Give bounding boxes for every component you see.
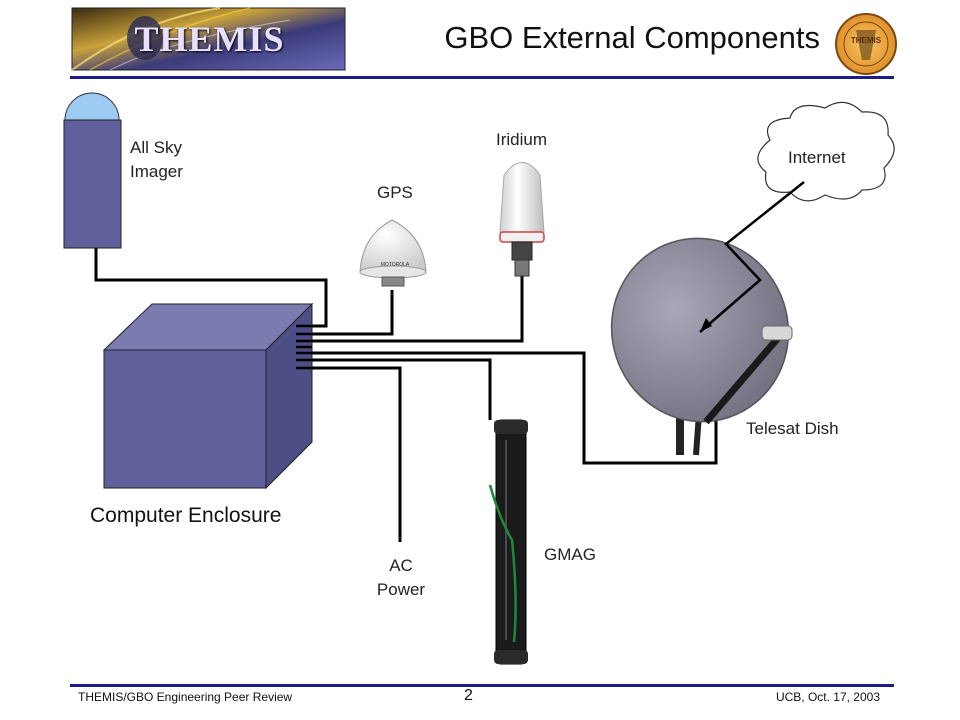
cable-gmag bbox=[312, 358, 492, 420]
cable-dish bbox=[312, 351, 718, 465]
cable-all-sky bbox=[94, 248, 328, 328]
label-iridium: Iridium bbox=[496, 130, 548, 149]
page-number: 2 bbox=[464, 687, 473, 704]
gmag-sensor-icon bbox=[488, 419, 528, 665]
footer-right: UCB, Oct. 17, 2003 bbox=[775, 690, 880, 704]
themis-badge-icon bbox=[835, 13, 897, 75]
header-rule bbox=[70, 76, 894, 79]
connector-stubs bbox=[296, 324, 312, 370]
footer-rule bbox=[70, 684, 894, 687]
gps-antenna-icon bbox=[359, 219, 427, 287]
wireless-link-arrow bbox=[699, 181, 805, 333]
themis-banner-logo bbox=[71, 7, 346, 71]
label-gps: GPS bbox=[377, 183, 413, 202]
iridium-antenna-icon bbox=[499, 162, 545, 277]
page-title: GBO External Components bbox=[444, 20, 820, 55]
all-sky-imager bbox=[63, 92, 122, 249]
label-ac-line1: AC bbox=[389, 556, 413, 575]
label-ac-power: AC Power bbox=[366, 554, 436, 602]
internet-cloud-icon bbox=[757, 101, 895, 202]
cable-gps bbox=[312, 290, 394, 336]
banner-logo-text-box: THEMIS bbox=[82, 10, 337, 68]
label-gmag: GMAG bbox=[544, 545, 596, 564]
computer-enclosure-box bbox=[102, 302, 314, 490]
telesat-dish-icon bbox=[610, 237, 793, 456]
banner-logo-text: THEMIS bbox=[134, 19, 285, 59]
footer-left: THEMIS/GBO Engineering Peer Review bbox=[78, 690, 293, 704]
label-ac-line2: Power bbox=[376, 580, 426, 599]
label-computer-enclosure: Computer Enclosure bbox=[90, 504, 282, 527]
label-all-sky-imager: All Sky Imager bbox=[130, 136, 183, 184]
badge-text: THEMIS bbox=[850, 36, 882, 45]
cables bbox=[94, 248, 718, 542]
label-internet: Internet bbox=[788, 148, 846, 167]
label-all-sky-line1: All Sky bbox=[130, 138, 182, 157]
gps-brand-text: MOTOROLA bbox=[381, 262, 410, 268]
label-all-sky-line2: Imager bbox=[130, 162, 183, 181]
label-telesat-dish: Telesat Dish bbox=[746, 419, 839, 438]
cable-iridium bbox=[312, 276, 524, 343]
cable-ac-power bbox=[312, 366, 402, 542]
